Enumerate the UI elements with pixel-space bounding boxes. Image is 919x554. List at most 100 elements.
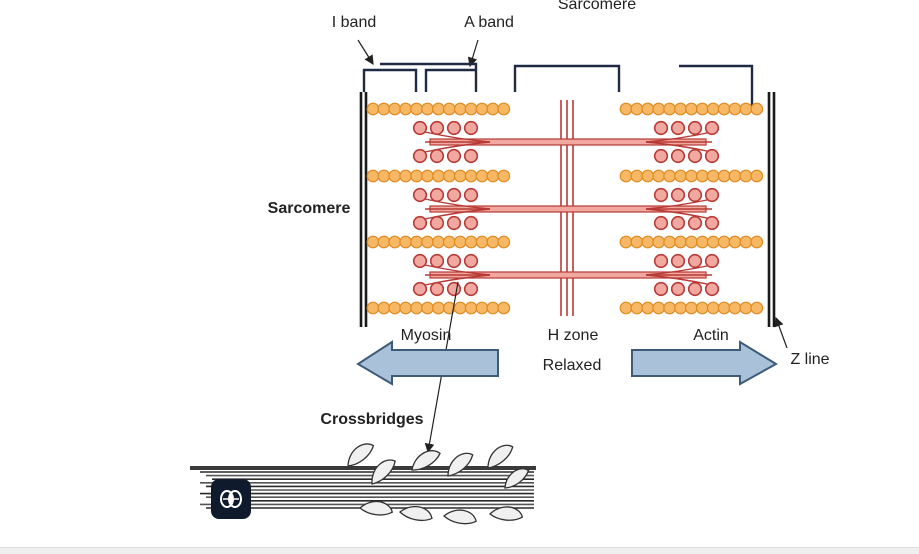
myosin-head [429,187,445,203]
actin-bead [663,169,676,183]
actin-bead [432,102,445,116]
crossbridge-head [347,443,375,467]
z-line-right [767,92,776,327]
myosin-head [653,187,669,203]
myosin-head [412,215,428,231]
myosin-head [687,148,703,164]
actin-bead [630,169,644,183]
myosin-filament [412,253,720,297]
myosin-head [704,253,720,269]
actin-bead [630,102,644,116]
actin-bead [497,169,511,183]
actin-bead [663,301,676,315]
actin-bead [388,102,402,116]
myosin-head [463,253,479,269]
crossbridge-head [487,444,514,469]
actin-bead [366,235,380,249]
a-band-label: A band [464,14,514,31]
actin-bead [674,301,687,315]
actin-bead [641,169,655,183]
actin-bead [728,301,742,315]
actin-bead [464,301,478,315]
actin-bead [674,235,687,249]
myosin-head [412,187,428,203]
actin-bead [728,169,742,183]
i-band-bracket [362,68,418,92]
myosin-filaments [412,120,720,297]
crossbridge-head [489,506,524,521]
actin-bead [641,235,655,249]
actin-bead [497,235,511,249]
myosin-head [687,120,703,136]
actin-bead [739,102,753,116]
crossbridge-head [371,459,396,485]
crossbridges-label: Crossbridges [320,411,423,428]
myosin-head [670,148,686,164]
myosin-head [670,281,686,297]
actin-bead [475,235,489,249]
brain-icon[interactable] [211,479,251,519]
crossbridge-head [399,505,433,521]
crossbridge-head [504,468,530,489]
actin-bead [619,169,633,183]
crossbridge-head [359,500,394,516]
z-line-left [359,92,368,327]
myosin-head [446,148,462,164]
myosin-head [429,253,445,269]
myosin-head [687,187,703,203]
actin-bead [706,235,720,249]
myosin-head [446,215,462,231]
left-arrow-icon [356,340,499,386]
actin-row [366,102,764,116]
actin-bead [399,235,413,249]
actin-bead [750,301,764,315]
actin-bead [486,301,500,315]
actin-bead [432,169,445,183]
actin-bead [717,102,731,116]
myosin-head [446,253,462,269]
z-line-pointer [774,316,788,349]
actin-bead [377,169,391,183]
myosin-head [704,148,720,164]
myosin-head [429,120,445,136]
sarcomere-bracket [679,64,754,106]
myosin-head [463,148,479,164]
myosin-head [412,120,428,136]
actin-bead [739,301,753,315]
actin-bead [421,102,434,116]
myosin-head [653,120,669,136]
actin-bead [410,235,424,249]
actin-row [366,235,764,249]
myosin-head [653,215,669,231]
myosin-head [670,215,686,231]
actin-bead [399,102,413,116]
actin-bead [486,102,500,116]
i-band-label: I band [332,14,376,31]
myosin-filament [412,120,720,164]
actin-bead [685,235,698,249]
i-band-pointer [357,39,374,66]
myosin-head [704,120,720,136]
myosin-head [704,281,720,297]
actin-bead [497,301,511,315]
myosin-tail [645,274,713,286]
z-line-label: Z line [790,351,829,368]
myosin-tail [645,141,713,153]
actin-bead [652,301,666,315]
brain-glyph [220,490,242,508]
actin-bead [377,235,391,249]
myosin-head [653,253,669,269]
myosin-head [463,187,479,203]
actin-bead [464,169,478,183]
actin-bead [728,102,742,116]
actin-bead [410,301,424,315]
actin-bead [695,235,709,249]
sarcomere-side-label: Sarcomere [268,200,351,217]
actin-bead [695,169,709,183]
actin-bead [399,169,413,183]
actin-bead [432,301,445,315]
myosin-head [670,253,686,269]
myosin-head [687,281,703,297]
actin-bead [706,102,720,116]
